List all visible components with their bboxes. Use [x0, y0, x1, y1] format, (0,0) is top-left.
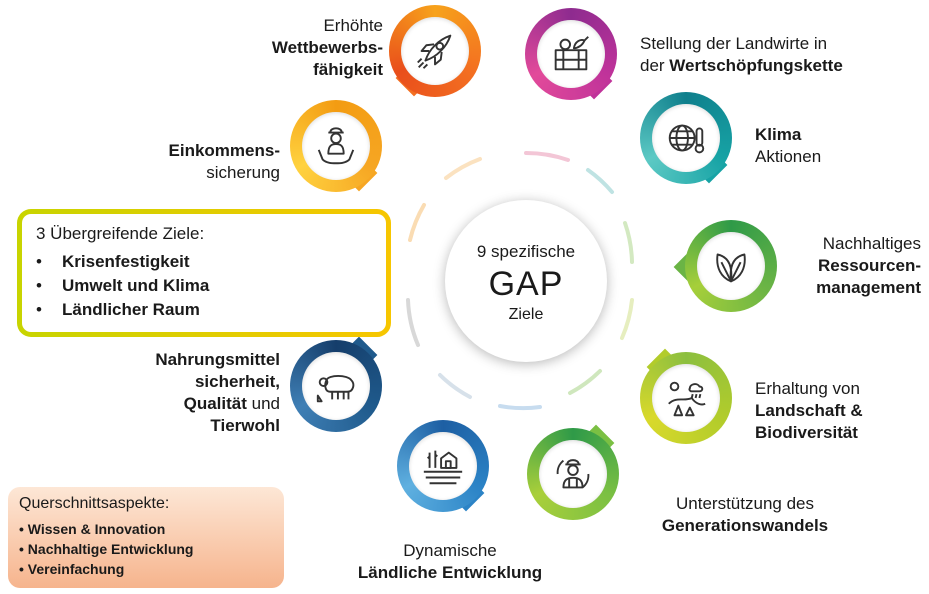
leaf-icon	[716, 253, 746, 283]
goal-income	[290, 100, 382, 192]
center-gap-label: GAP	[488, 265, 564, 303]
label-climate-line1: Klima	[755, 125, 802, 144]
overarching-goals-box: 3 Übergreifende Ziele: • Krisenfestigkeit…	[17, 209, 391, 337]
label-generations: Unterstützung des Generationswandels	[630, 493, 860, 537]
label-competitiveness-line2: Wettbewerbs-	[271, 38, 383, 57]
label-value-chain-line2-prefix: der	[640, 56, 670, 75]
sheep-icon	[316, 374, 355, 403]
farmhouse-icon	[423, 450, 463, 485]
label-food: Nahrungsmittel sicherheit, Qualität und …	[112, 349, 280, 437]
list-item: • Wissen & Innovation	[19, 521, 166, 537]
label-income-line2: sicherung	[206, 163, 280, 182]
label-resources-line3: management	[816, 278, 921, 297]
bullet: •	[36, 252, 42, 271]
center-line-3: Ziele	[508, 306, 544, 323]
label-rural: Dynamische Ländliche Entwicklung	[320, 540, 580, 584]
center-line-1: 9 spezifische	[476, 242, 576, 261]
center-circle: 9 spezifische GAP Ziele	[445, 200, 607, 362]
overarching-goals-list: • Krisenfestigkeit • Umwelt und Klima • Län…	[36, 250, 209, 322]
landscape-icon	[668, 381, 706, 417]
crosscutting-title: Querschnittsaspekte:	[19, 495, 170, 512]
bullet: •	[36, 300, 42, 319]
label-food-line2: sicherheit,	[194, 372, 280, 391]
overarching-item-3: Ländlicher Raum	[62, 300, 200, 319]
label-generations-line1: Unterstützung des	[676, 494, 814, 513]
label-rural-line2: Ländliche Entwicklung	[357, 563, 543, 582]
overarching-item-1: Krisenfestigkeit	[62, 252, 190, 271]
label-climate: Klima Aktionen	[755, 124, 915, 168]
rocket-icon	[417, 34, 452, 69]
label-generations-line2: Generationswandels	[661, 516, 829, 535]
label-food-line3-rest: und	[246, 394, 280, 413]
goal-food	[290, 336, 382, 432]
label-resources-line2: Ressourcen-	[818, 256, 921, 275]
label-competitiveness: Erhöhte Wettbewerbs- fähigkeit	[215, 15, 383, 81]
label-resources-line1: Nachhaltiges	[822, 234, 921, 253]
list-item: • Ländlicher Raum	[36, 298, 209, 322]
label-landscape-line2: Landschaft &	[755, 401, 863, 420]
label-landscape-line3: Biodiversität	[755, 423, 858, 442]
goal-climate	[640, 92, 732, 184]
label-income-line1: Einkommens-	[168, 141, 280, 160]
overarching-item-2: Umwelt und Klima	[62, 276, 210, 295]
crosscutting-aspects-box: Querschnittsaspekte: • Wissen & Innovati…	[8, 487, 284, 588]
label-value-chain-line2-bold: Wertschöpfungskette	[669, 56, 843, 75]
label-climate-line2: Aktionen	[755, 147, 822, 166]
label-resources: Nachhaltiges Ressourcen- management	[775, 233, 921, 299]
goal-rural	[397, 420, 489, 512]
label-value-chain-line1: Stellung der Landwirte in	[640, 34, 828, 53]
list-item: • Vereinfachung	[19, 561, 125, 577]
goal-generations	[527, 424, 619, 520]
label-income: Einkommens- sicherung	[120, 140, 280, 184]
crosscutting-list: • Wissen & Innovation • Nachhaltige Entw…	[19, 519, 193, 579]
label-landscape: Erhaltung von Landschaft & Biodiversität	[755, 378, 915, 444]
list-item: • Umwelt und Klima	[36, 274, 209, 298]
label-food-line1: Nahrungsmittel	[155, 350, 280, 369]
label-rural-line1: Dynamische	[403, 541, 497, 560]
goal-landscape	[640, 348, 732, 444]
label-food-line4: Tierwohl	[210, 416, 280, 435]
farmer-hands-icon	[317, 127, 355, 165]
goal-resources	[673, 220, 777, 312]
goal-value-chain	[525, 8, 617, 100]
list-item: • Nachhaltige Entwicklung	[19, 541, 194, 557]
bullet: •	[36, 276, 42, 295]
vegetable-crate-icon	[554, 36, 589, 71]
goal-competitiveness	[389, 5, 481, 97]
label-value-chain: Stellung der Landwirte in der Wertschöpf…	[640, 33, 925, 77]
overarching-goals-title: 3 Übergreifende Ziele:	[36, 224, 205, 243]
label-competitiveness-line3: fähigkeit	[313, 60, 383, 79]
farmer-cycle-icon	[556, 459, 590, 489]
list-item: • Krisenfestigkeit	[36, 250, 209, 274]
label-competitiveness-line1: Erhöhte	[323, 16, 383, 35]
label-landscape-line1: Erhaltung von	[755, 379, 860, 398]
globe-thermometer-icon	[668, 124, 705, 154]
label-food-line3-bold: Qualität	[183, 394, 247, 413]
